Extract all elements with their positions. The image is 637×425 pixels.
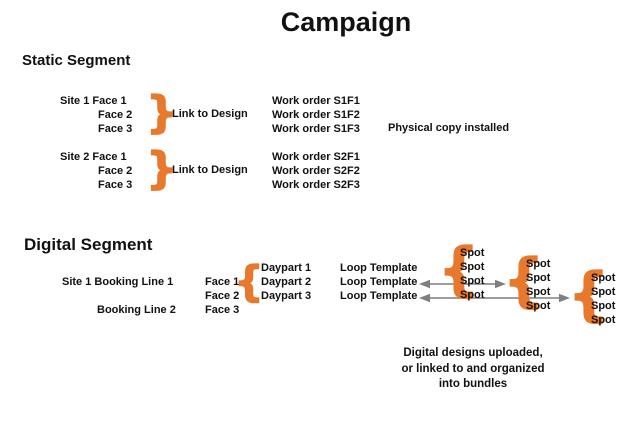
work-order-s2f2: Work order S2F2 [272, 165, 360, 177]
digital-designs-note-line2: or linked to and organized [401, 362, 545, 375]
static-site2-face3: Face 3 [98, 179, 133, 191]
daypart-2: Daypart 2 [261, 276, 312, 288]
brace-icon: } [145, 143, 178, 194]
static-site1-face3: Face 3 [98, 123, 133, 135]
digital-face2: Face 2 [205, 290, 240, 302]
digital-face3: Face 3 [205, 304, 240, 316]
brace-icon: { [437, 235, 480, 303]
digital-face1: Face 1 [205, 276, 240, 288]
bundle2-spot4: Spot [526, 300, 551, 312]
static-site1-face1: Site 1 Face 1 [60, 95, 127, 107]
brace-icon: { [502, 246, 545, 314]
bundle2-spot3: Spot [526, 286, 551, 298]
static-site1-face2: Face 2 [98, 109, 133, 121]
bundle1-spot1: Spot [460, 247, 485, 259]
loop-template-1: Loop Template [340, 262, 418, 274]
work-order-s1f3: Work order S1F3 [272, 123, 360, 135]
bundle2-spot1: Spot [526, 258, 551, 270]
digital-booking-line-1: Site 1 Booking Line 1 [62, 276, 174, 288]
bundle3-spot1: Spot [591, 272, 616, 284]
bundle3-spot4: Spot [591, 314, 616, 326]
work-order-s2f1: Work order S2F1 [272, 151, 360, 163]
digital-booking-line-2: Booking Line 2 [97, 304, 176, 316]
digital-segment-heading: Digital Segment [24, 235, 153, 254]
daypart-3: Daypart 3 [261, 290, 312, 302]
static-segment-heading: Static Segment [22, 52, 131, 69]
static-site1-link-to-design: Link to Design [172, 108, 248, 120]
diagram-title: Campaign [280, 7, 412, 37]
physical-copy-note: Physical copy installed [388, 122, 510, 134]
loop-template-2: Loop Template [340, 276, 418, 288]
work-order-s2f3: Work order S2F3 [272, 179, 360, 191]
bundle3-spot3: Spot [591, 300, 616, 312]
bundle1-spot2: Spot [460, 261, 485, 273]
bundle1-spot4: Spot [460, 289, 485, 301]
brace-icon: { [567, 260, 610, 328]
brace-icon: { [233, 257, 264, 306]
loop-template-3: Loop Template [340, 290, 418, 302]
bundle1-spot3: Spot [460, 275, 485, 287]
brace-icon: } [145, 87, 178, 138]
digital-designs-note: Digital designs uploaded, or linked to a… [378, 346, 568, 393]
bundle3-spot2: Spot [591, 286, 616, 298]
static-site2-face1: Site 2 Face 1 [60, 151, 127, 163]
static-site2-link-to-design: Link to Design [172, 164, 248, 176]
digital-designs-note-line1: Digital designs uploaded, [403, 347, 543, 359]
daypart-1: Daypart 1 [261, 262, 312, 274]
bundle2-spot2: Spot [526, 272, 551, 284]
work-order-s1f2: Work order S1F2 [272, 109, 360, 121]
static-site2-face2: Face 2 [98, 165, 133, 177]
digital-designs-note-line3: into bundles [438, 378, 508, 390]
work-order-s1f1: Work order S1F1 [272, 95, 360, 107]
